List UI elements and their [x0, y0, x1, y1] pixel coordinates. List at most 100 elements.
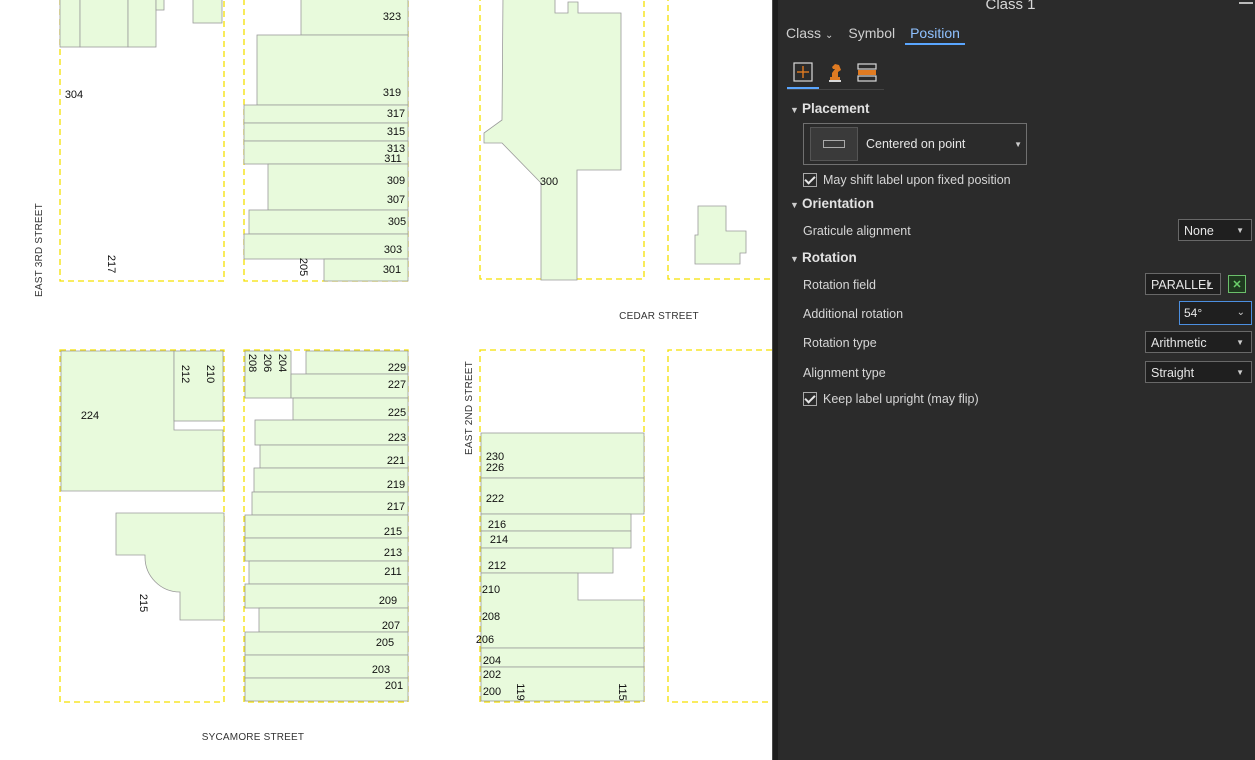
parcel	[253, 467, 409, 493]
address-label: 305	[388, 216, 406, 228]
dropdown-caret-icon: ▼	[1205, 280, 1213, 289]
address-label: 301	[383, 264, 401, 276]
subtab-placement[interactable]	[787, 56, 819, 90]
tab-class-label: Class	[786, 25, 822, 41]
keep-upright-text: Keep label upright (may flip)	[823, 392, 979, 406]
street-label: EAST 3RD STREET	[34, 203, 45, 297]
block-nw	[59, 0, 225, 282]
address-label-vertical: 217	[105, 255, 117, 273]
parcel	[480, 572, 645, 649]
pane-splitter[interactable]	[772, 0, 779, 760]
block-far-ne	[667, 0, 772, 280]
section-placement-header[interactable]: ▼Placement	[790, 101, 870, 116]
chevron-down-icon[interactable]: ⌄	[1236, 307, 1245, 318]
placement-preview-icon	[810, 127, 858, 161]
address-label: 203	[372, 664, 390, 676]
additional-rotation-value: 54°	[1184, 306, 1203, 320]
rotation-type-value: Arithmetic	[1151, 336, 1207, 350]
graticule-alignment-value: None	[1184, 224, 1214, 238]
parcel	[251, 491, 409, 516]
rotation-type-select[interactable]: Arithmetic ▼	[1145, 331, 1252, 353]
parcel	[155, 0, 165, 11]
street-label: SYCAMORE STREET	[202, 732, 304, 743]
tab-position[interactable]: Position	[905, 25, 965, 47]
graticule-alignment-select[interactable]: None ▼	[1178, 219, 1252, 241]
section-placement-title: Placement	[802, 101, 870, 116]
address-label-vertical: 115	[616, 683, 628, 701]
address-label: 207	[382, 620, 400, 632]
pane-tabs: Class⌄ Symbol Position	[786, 25, 970, 47]
parcel	[267, 163, 409, 211]
rotation-field-select[interactable]: PARALLEL▼	[1145, 273, 1221, 295]
alignment-type-select[interactable]: Straight▼	[1145, 361, 1252, 383]
section-orientation-header[interactable]: ▼Orientation	[790, 196, 874, 211]
address-label: 304	[65, 89, 83, 101]
address-label: 211	[384, 566, 402, 578]
address-label: 323	[383, 11, 401, 23]
stacked-labels-icon	[857, 63, 877, 82]
address-label: 214	[490, 534, 508, 546]
alignment-type-value: Straight	[1151, 366, 1195, 380]
address-label-vertical: 215	[137, 594, 149, 612]
parcel	[244, 583, 409, 609]
chess-knight-icon	[829, 64, 841, 82]
parcel	[243, 104, 409, 124]
tab-position-label: Position	[910, 25, 960, 41]
parcel	[59, 0, 81, 48]
chevron-down-icon: ⌄	[825, 30, 834, 41]
address-label: 303	[384, 244, 402, 256]
parcel	[127, 0, 157, 48]
address-label: 213	[384, 547, 402, 559]
hamburger-menu-icon[interactable]	[1239, 0, 1253, 10]
address-label: 219	[387, 479, 405, 491]
parcel	[480, 547, 614, 574]
additional-rotation-input[interactable]: 54° ⌄	[1179, 301, 1252, 325]
tab-class[interactable]: Class⌄	[786, 25, 838, 47]
keep-upright-checkbox-row[interactable]: Keep label upright (may flip)	[803, 392, 979, 406]
label-class-pane: Class 1 Class⌄ Symbol Position ▼Placemen…	[778, 0, 1255, 760]
position-subtabs	[787, 56, 883, 90]
expression-icon[interactable]: ✕	[1228, 275, 1246, 293]
address-label: 209	[379, 595, 397, 607]
additional-rotation-label: Additional rotation	[803, 307, 904, 321]
dropdown-caret-icon: ▼	[1236, 226, 1244, 235]
address-label: 307	[387, 194, 405, 206]
address-label-vertical: 212	[179, 365, 191, 383]
collapse-chevron-icon: ▼	[790, 105, 799, 115]
subtab-fitting-strategy[interactable]	[851, 56, 883, 88]
tab-symbol-label: Symbol	[848, 25, 896, 41]
parcel	[480, 432, 645, 479]
parcel	[192, 0, 223, 24]
parcel-300	[483, 0, 622, 281]
parcels	[59, 0, 747, 702]
may-shift-label-checkbox[interactable]	[803, 173, 817, 187]
address-label: 309	[387, 175, 405, 187]
keep-upright-checkbox[interactable]	[803, 392, 817, 406]
address-label: 227	[388, 379, 406, 391]
rotation-field-value: PARALLEL	[1151, 278, 1214, 292]
address-label: 215	[384, 526, 402, 538]
address-label: 224	[81, 410, 99, 422]
address-label: 212	[488, 560, 506, 572]
parcel	[323, 258, 409, 282]
section-rotation-header[interactable]: ▼Rotation	[790, 250, 857, 265]
address-label: 216	[488, 519, 506, 531]
block-se	[479, 349, 645, 703]
tab-symbol[interactable]: Symbol	[843, 25, 900, 47]
collapse-chevron-icon: ▼	[790, 200, 799, 210]
subtab-conflict-resolution[interactable]	[819, 56, 851, 88]
parcel	[243, 122, 409, 142]
address-label-vertical: 210	[204, 365, 216, 383]
dropdown-caret-icon: ▼	[1236, 338, 1244, 347]
address-label: 200	[483, 686, 501, 698]
address-label: 225	[388, 407, 406, 419]
address-label-vertical: 204	[276, 354, 288, 372]
may-shift-label-checkbox-row[interactable]: May shift label upon fixed position	[803, 173, 1011, 187]
address-label: 229	[388, 362, 406, 374]
subtab-underline	[787, 89, 884, 90]
placement-dropdown[interactable]: Centered on point ▼	[803, 123, 1027, 165]
collapse-chevron-icon: ▼	[790, 254, 799, 264]
